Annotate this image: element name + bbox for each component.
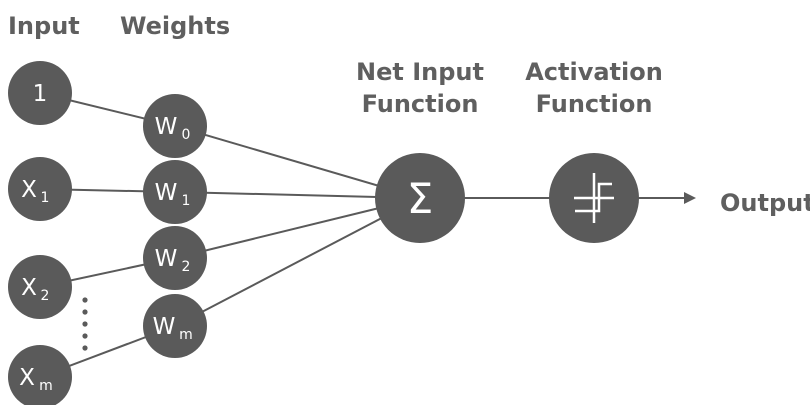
input-node-bias: 1 <box>8 61 72 125</box>
ellipsis-dots <box>82 297 88 351</box>
input-node-label: X <box>21 275 37 301</box>
input-node-label: X <box>21 177 37 203</box>
weight-node-label: W <box>155 114 178 140</box>
weight-node-subscript: 0 <box>182 127 191 143</box>
input-node-x1: X 1 <box>8 157 72 221</box>
net-input-header-line2: Function <box>362 90 479 118</box>
input-node-subscript: 1 <box>41 190 50 206</box>
weight-node-subscript: 2 <box>182 259 191 275</box>
input-node-x2: X 2 <box>8 255 72 319</box>
weight-node-w1: W 1 <box>143 160 207 224</box>
input-node-subscript: 2 <box>41 288 50 304</box>
sigma-icon: Σ <box>407 174 434 223</box>
net-input-node: Σ <box>375 153 465 243</box>
edge-weightm-sum <box>174 197 421 327</box>
input-node-label: 1 <box>33 81 48 107</box>
activation-header-line2: Function <box>536 90 653 118</box>
weight-node-w2: W 2 <box>143 226 207 290</box>
input-node-subscript: m <box>39 378 53 394</box>
weights-header: Weights <box>120 12 230 40</box>
weight-node-label: W <box>155 180 178 206</box>
weight-node-subscript: m <box>179 327 193 343</box>
weight-node-w0: W 0 <box>143 94 207 158</box>
input-header: Input <box>8 12 80 40</box>
net-input-header-line1: Net Input <box>356 58 484 86</box>
weight-node-label: W <box>155 246 178 272</box>
weight-node-subscript: 1 <box>182 193 191 209</box>
weight-node-label: W <box>153 314 176 340</box>
output-label: Output <box>720 189 810 217</box>
step-function-icon <box>574 173 614 223</box>
input-node-label: X <box>19 365 35 391</box>
activation-header-line1: Activation <box>525 58 663 86</box>
weight-node-wm: W m <box>143 294 207 358</box>
input-node-xm: X m <box>8 345 72 409</box>
activation-node <box>549 153 639 243</box>
